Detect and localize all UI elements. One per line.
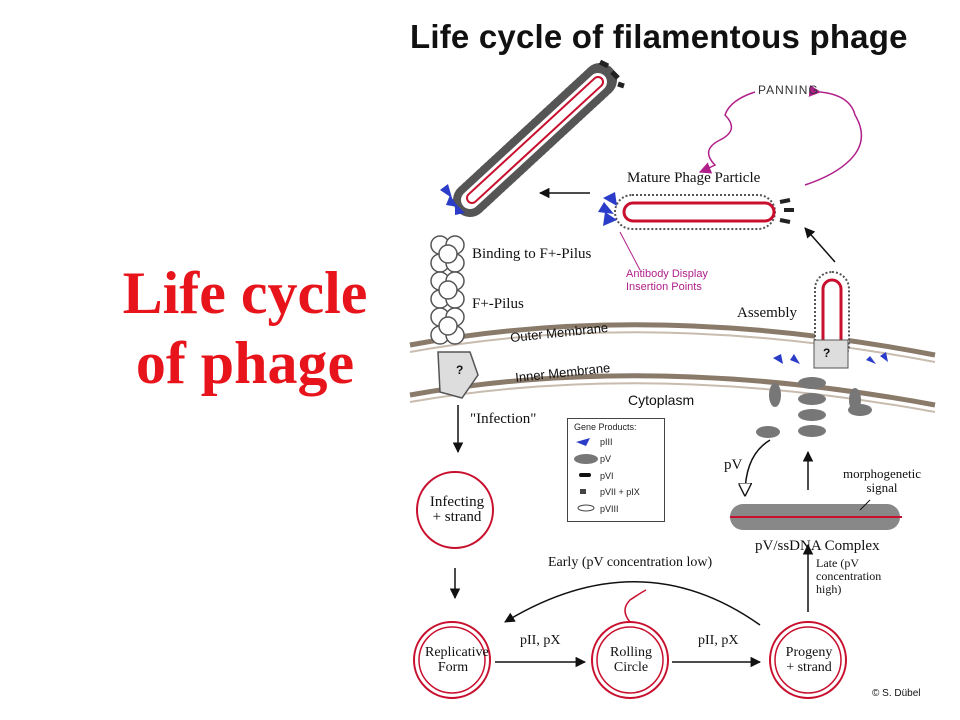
label-binding: Binding to F+-Pilus — [472, 246, 592, 262]
label-rolling-circle: Rolling Circle — [609, 645, 652, 675]
label-question-pilus: ? — [456, 363, 464, 377]
outer-membrane-inner — [409, 331, 936, 363]
legend-item-pvi: pVI — [600, 471, 614, 481]
label-complex: pV/ssDNA Complex — [755, 538, 880, 554]
replicative-circle — [413, 621, 491, 699]
gene-products-legend: Gene Products: pIII pV pVI pVII + pIX pV… — [567, 418, 665, 522]
arrow-pv — [745, 439, 771, 495]
label-question-assembly: ? — [823, 346, 831, 360]
credit: © S. Dübel — [872, 688, 921, 699]
pilus-base — [437, 351, 479, 399]
label-morphogenetic: morphogenetic signal — [843, 466, 921, 495]
arrow-early — [504, 581, 761, 626]
progeny-circle — [769, 621, 847, 699]
arrow-morpho — [859, 499, 871, 511]
legend-swatches — [574, 438, 598, 512]
label-assembly: Assembly — [737, 305, 797, 321]
figure-title: Life cycle of filamentous phage — [410, 18, 908, 55]
label-late: Late (pV concentration high) — [816, 556, 882, 596]
label-progeny-strand: Progeny + strand — [785, 645, 833, 675]
legend-item-pvii-pix: pVII + pIX — [600, 487, 640, 497]
label-pv: pV — [724, 457, 743, 473]
label-pii-px-2: pII, pX — [698, 633, 739, 648]
panning-path-right — [804, 84, 863, 186]
binding-phage — [440, 59, 625, 217]
legend-title: Gene Products: — [574, 422, 637, 432]
label-replicative-form: Replicative Form — [425, 645, 489, 675]
slide-title: Life cycle of phage — [122, 260, 368, 396]
pv-dimers — [756, 377, 872, 438]
panning-path — [698, 91, 756, 174]
mature-phage — [598, 192, 794, 230]
label-early: Early (pV concentration low) — [548, 555, 713, 570]
label-panning: PANNING — [758, 83, 819, 97]
infecting-circle — [416, 471, 494, 549]
legend-item-piii: pIII — [600, 437, 613, 447]
label-cytoplasm: Cytoplasm — [628, 392, 695, 408]
label-pii-px-1: pII, pX — [520, 633, 561, 648]
label-infecting-strand: Infecting + strand — [429, 494, 485, 525]
legend-item-pv: pV — [600, 454, 612, 464]
label-f-pilus: F+-Pilus — [472, 296, 524, 312]
assembly-phage — [773, 271, 888, 369]
label-antibody-display: Antibody Display Insertion Points — [626, 268, 708, 293]
arrow-assembly-to-mature — [804, 227, 836, 263]
f-pilus — [430, 235, 465, 345]
pv-ssdna-complex — [730, 504, 902, 530]
outer-membrane — [409, 322, 936, 358]
legend-item-pviii: pVIII — [600, 504, 619, 514]
label-mature-phage: Mature Phage Particle — [627, 170, 761, 186]
label-infection: "Infection" — [470, 411, 537, 427]
